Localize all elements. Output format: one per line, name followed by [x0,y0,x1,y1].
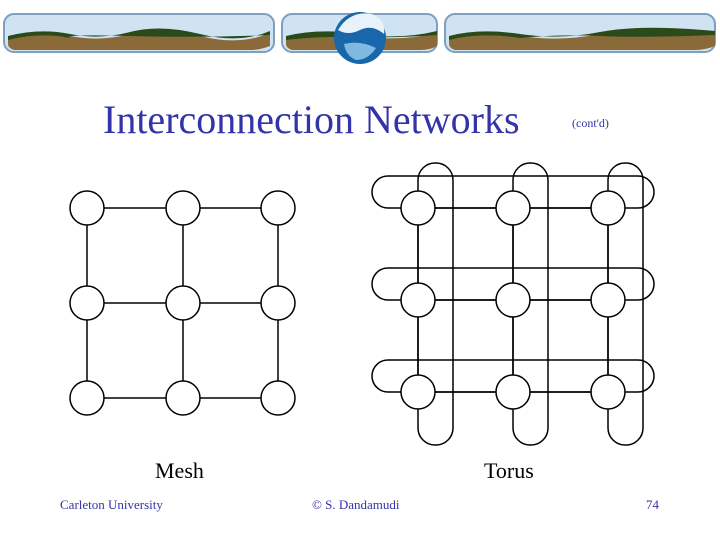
torus-node [400,190,436,226]
mesh-node [165,380,201,416]
mesh-node [260,380,296,416]
banner-panel-right [444,13,716,53]
mesh-node [165,190,201,226]
torus-node [590,190,626,226]
footer-institution: Carleton University [60,497,163,512]
mesh-node [69,190,105,226]
torus-node [590,374,626,410]
slide-title-row: Interconnection Networks (cont'd) [0,96,720,146]
mesh-node [260,190,296,226]
torus-caption: Torus [484,458,534,483]
footer-author: © S. Dandamudi [312,497,400,512]
torus-node [495,282,531,318]
torus-node [400,374,436,410]
mesh-node [165,285,201,321]
mesh-caption: Mesh [155,458,204,483]
footer-page-number: 74 [646,497,659,512]
torus-node [495,190,531,226]
mesh-node [260,285,296,321]
slide-title: Interconnection Networks [103,97,520,142]
torus-node [495,374,531,410]
torus-node [590,282,626,318]
mesh-diagram [69,190,296,416]
banner-panel-left [3,13,275,53]
network-diagrams [69,162,655,446]
torus-diagram [371,162,655,446]
slide-title-suffix: (cont'd) [572,116,609,130]
globe-icon [334,12,386,64]
mesh-node [69,285,105,321]
mesh-node [69,380,105,416]
torus-node [400,282,436,318]
header-banner [3,12,716,64]
